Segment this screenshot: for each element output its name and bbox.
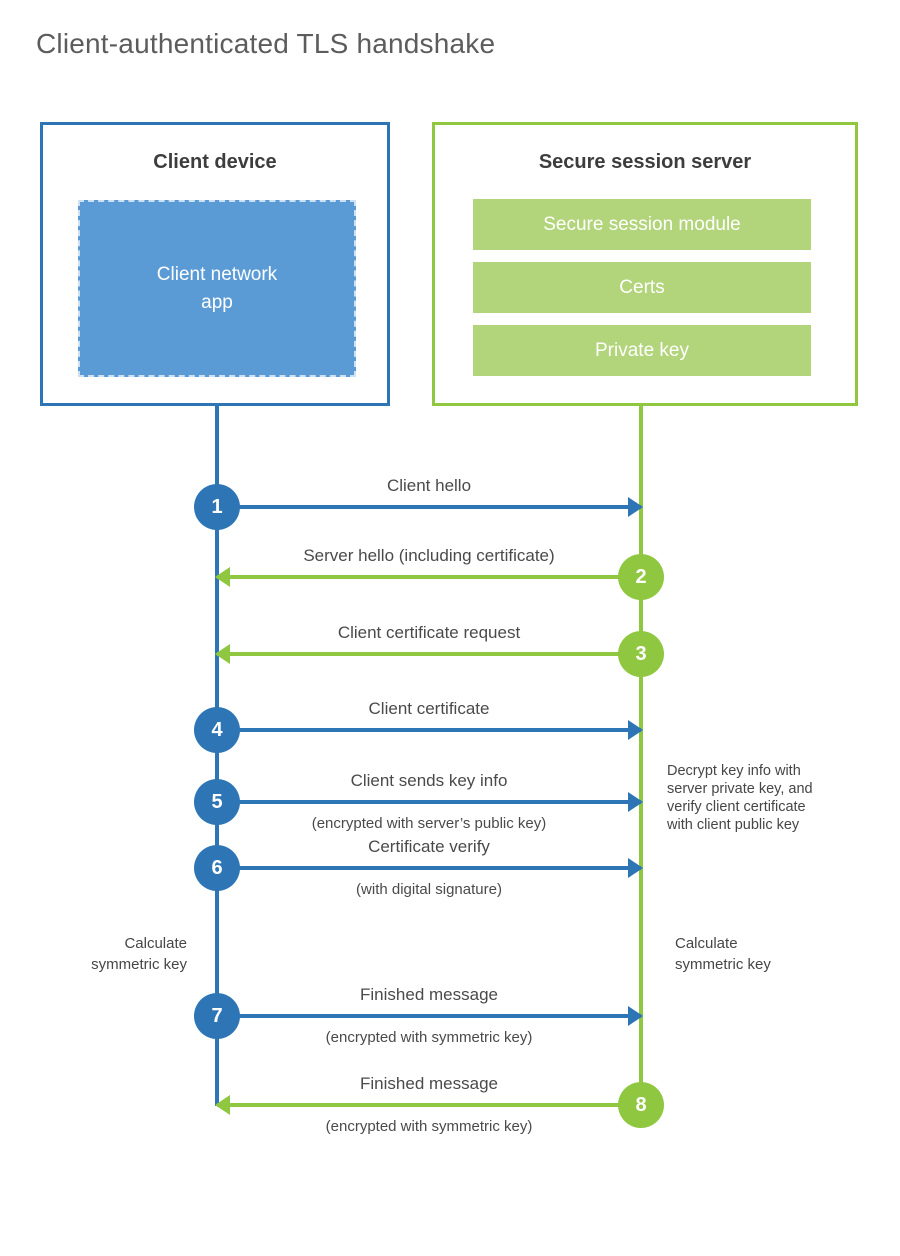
message-3-arrow-line	[217, 652, 641, 656]
client-network-app-label: Client network app	[156, 263, 278, 313]
step-4-badge: 4	[194, 707, 240, 753]
message-1-arrow-line	[217, 505, 641, 509]
arrow-right-icon	[628, 1006, 643, 1026]
message-2-arrow-line	[217, 575, 641, 579]
arrow-right-icon	[628, 720, 643, 740]
message-8-label: Finished message	[360, 1074, 498, 1093]
module-secure-session: Secure session module	[473, 199, 811, 250]
arrow-right-icon	[628, 858, 643, 878]
arrow-left-icon	[215, 567, 230, 587]
message-8-arrow-line	[217, 1103, 641, 1107]
message-3-label: Client certificate request	[337, 623, 521, 642]
client-device-box: Client device Client network app	[40, 122, 390, 406]
message-4-arrow-line	[217, 728, 641, 732]
message-2-label: Server hello (including certificate)	[303, 546, 555, 565]
step-6-badge: 6	[194, 845, 240, 891]
secure-session-server-box: Secure session server Secure session mod…	[432, 122, 858, 406]
step-1-badge: 1	[194, 484, 240, 530]
step-5-badge: 5	[194, 779, 240, 825]
module-private-key: Private key	[473, 325, 811, 376]
message-7-sublabel: (encrypted with symmetric key)	[325, 1029, 533, 1046]
module-certs: Certs	[473, 262, 811, 313]
secure-session-server-heading: Secure session server	[538, 151, 752, 173]
arrow-right-icon	[628, 792, 643, 812]
decrypt-key-info-note: Decrypt key info with server private key…	[667, 763, 813, 833]
step-7-badge: 7	[194, 993, 240, 1039]
message-5-arrow-line	[217, 800, 641, 804]
message-6-arrow-line	[217, 866, 641, 870]
message-6-label: Certificate verify	[368, 837, 490, 856]
message-6-sublabel: (with digital signature)	[356, 881, 502, 898]
client-lifeline	[215, 405, 219, 1106]
message-5-label: Client sends key info	[350, 771, 508, 790]
arrow-left-icon	[215, 644, 230, 664]
step-8-badge: 8	[618, 1082, 664, 1128]
calculate-symmetric-key-note-client: Calculate symmetric key	[91, 935, 187, 973]
message-8-sublabel: (encrypted with symmetric key)	[325, 1118, 533, 1135]
message-4-label: Client certificate	[368, 699, 490, 718]
message-7-label: Finished message	[360, 985, 498, 1004]
step-3-badge: 3	[618, 631, 664, 677]
page-title: Client-authenticated TLS handshake	[36, 28, 496, 59]
client-device-heading: Client device	[153, 151, 277, 173]
arrow-right-icon	[628, 497, 643, 517]
client-network-app-box: Client network app	[78, 200, 356, 377]
step-2-badge: 2	[618, 554, 664, 600]
message-1-label: Client hello	[386, 476, 472, 495]
arrow-left-icon	[215, 1095, 230, 1115]
message-7-arrow-line	[217, 1014, 641, 1018]
calculate-symmetric-key-note-server: Calculate symmetric key	[675, 935, 771, 973]
message-5-sublabel: (encrypted with server’s public key)	[311, 815, 547, 832]
server-lifeline	[639, 405, 643, 1106]
server-modules-list: Secure session module Certs Private key	[473, 199, 811, 376]
